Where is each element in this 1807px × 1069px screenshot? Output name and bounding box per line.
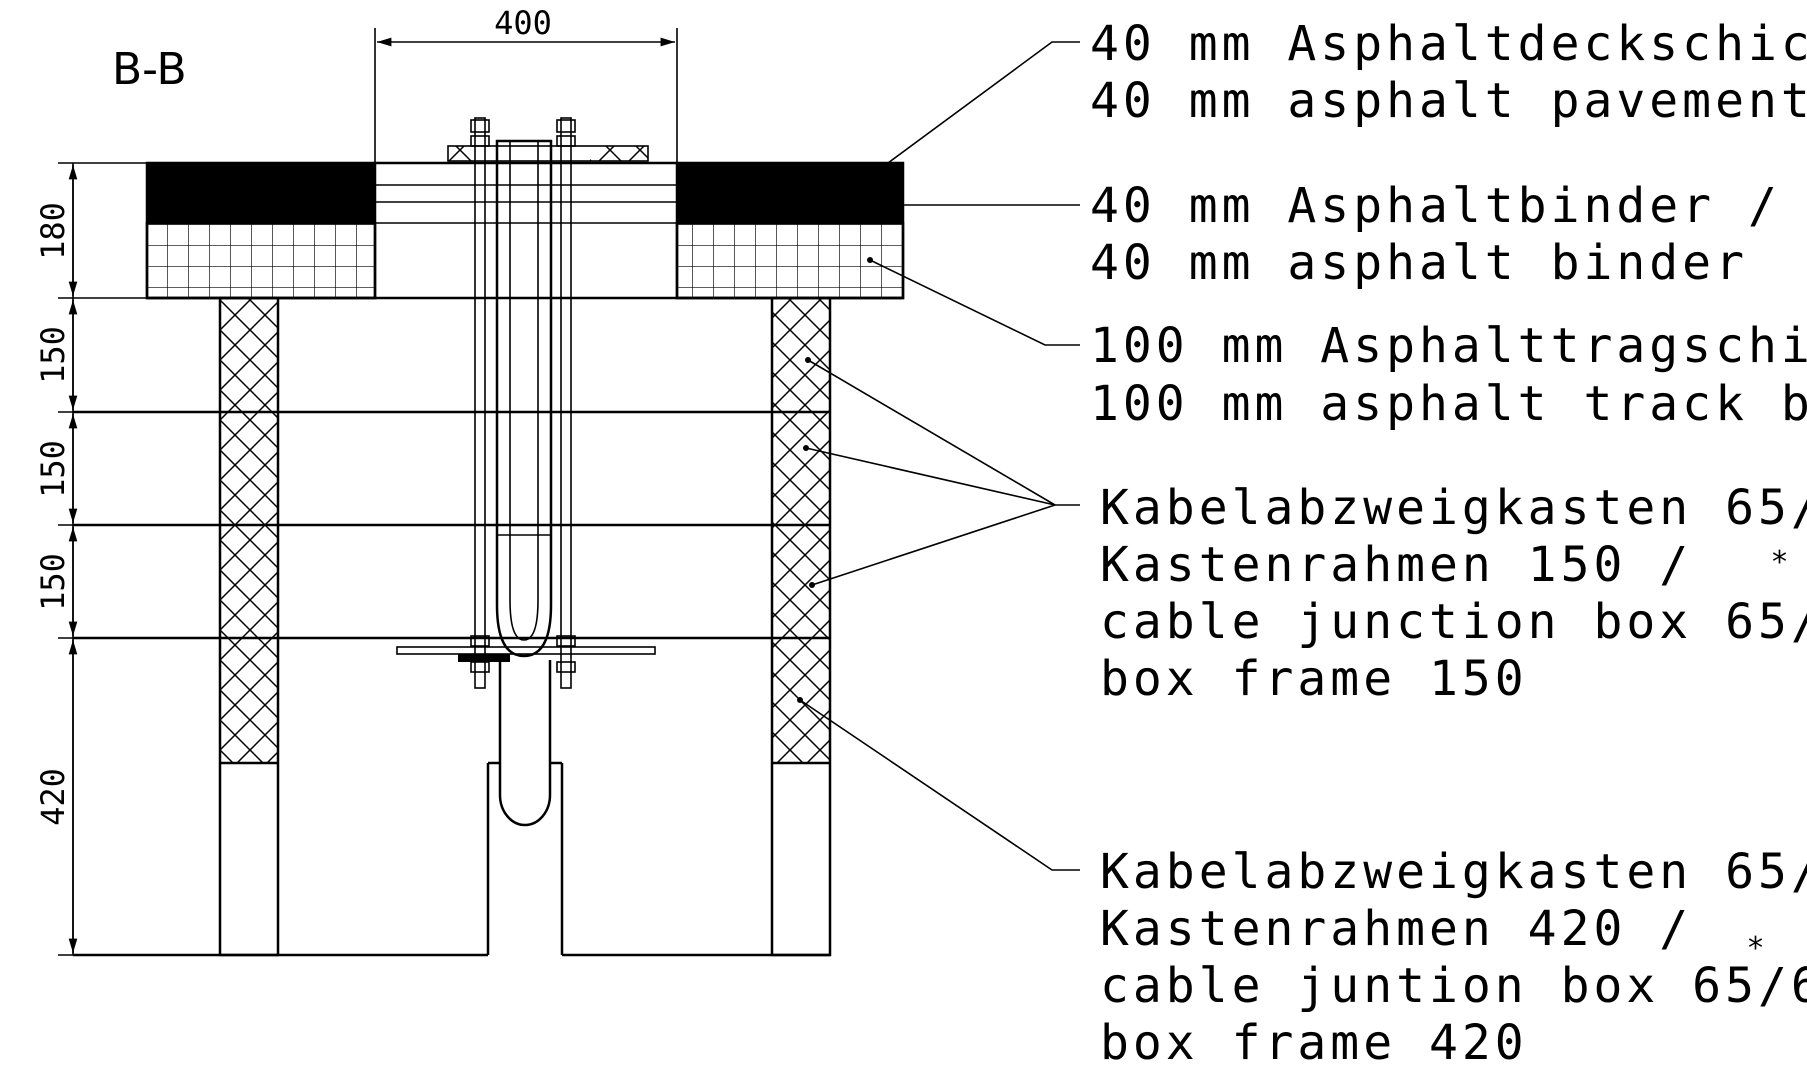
dimension-height-420: 420: [34, 768, 72, 826]
label-binder: 40 mm Asphaltbinder / 40 mm asphalt bind…: [1090, 178, 1781, 291]
box-frame-left: [218, 296, 280, 957]
dimension-height-150-c: 150: [34, 553, 72, 611]
label-box420-line-4: box frame 420: [1100, 1015, 1528, 1069]
dimension-height-150-a: 150: [34, 326, 72, 384]
section-title: B-B: [112, 44, 187, 95]
label-track-bed-line-1: 100 mm Asphalttragschicht /: [1090, 318, 1807, 374]
asterisk-box150: *: [1772, 545, 1787, 580]
frame-joints: [73, 296, 903, 957]
asterisk-box420: *: [1748, 931, 1763, 966]
label-binder-line-2: 40 mm asphalt binder: [1090, 235, 1748, 291]
leader-lines: [797, 41, 1080, 871]
cable-holder: [396, 117, 656, 689]
label-box150-line-2: Kastenrahmen 150 /: [1100, 537, 1692, 593]
dimension-height-180: 180: [34, 202, 72, 260]
label-box-frame-420: Kabelabzweigkasten 65/65 Kastenrahmen 42…: [1100, 844, 1807, 1069]
opening-top: [375, 161, 677, 224]
dimension-height-150-b: 150: [34, 440, 72, 498]
label-box150-line-3: cable junction box 65/65: [1100, 594, 1807, 650]
label-pavement: 40 mm Asphaltdeckschicht / 40 mm asphalt…: [1090, 16, 1807, 129]
box-frame-right: [770, 296, 832, 957]
pavement-right: [675, 161, 905, 300]
dimension-width: 400: [374, 4, 678, 162]
label-box150-line-4: box frame 150: [1100, 651, 1528, 707]
label-box420-line-2: Kastenrahmen 420 /: [1100, 901, 1692, 957]
label-box420-line-1: Kabelabzweigkasten 65/65: [1100, 844, 1807, 900]
dimension-width-label: 400: [494, 4, 552, 42]
pavement-left: [145, 161, 377, 300]
label-binder-line-1: 40 mm Asphaltbinder /: [1090, 178, 1781, 234]
inner-slot: [486, 660, 564, 955]
label-box-frame-150: Kabelabzweigkasten 65/65 Kastenrahmen 15…: [1100, 480, 1807, 707]
label-box420-line-3: cable juntion box 65/65: [1100, 958, 1807, 1014]
label-pavement-line-1: 40 mm Asphaltdeckschicht /: [1090, 16, 1807, 72]
label-track-bed: 100 mm Asphalttragschicht / 100 mm aspha…: [1090, 318, 1807, 432]
label-pavement-line-2: 40 mm asphalt pavement: [1090, 73, 1807, 129]
dimension-chain-left: 180 150 150 150 420: [34, 162, 220, 956]
label-track-bed-line-2: 100 mm asphalt track bed: [1090, 376, 1807, 432]
label-box150-line-1: Kabelabzweigkasten 65/65: [1100, 480, 1807, 536]
